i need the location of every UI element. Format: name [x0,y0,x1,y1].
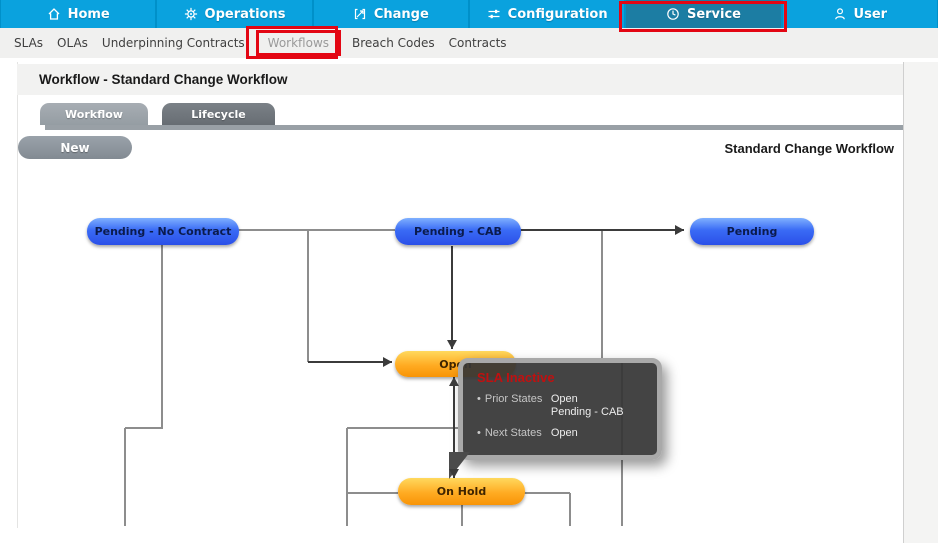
tooltip-value: Open [550,393,578,405]
connector-line [451,246,453,349]
top-navigation-bar: Home Operations Change Configuration Service… [0,0,938,28]
page-title: Workflow - Standard Change Workflow [39,72,288,87]
nav-item-service[interactable]: Service [626,0,781,28]
nav-item-label: Service [686,6,741,22]
tooltip-title: SLA Inactive [477,370,555,385]
workflow-node-pending[interactable]: Pending [690,218,814,245]
tooltip-row: •Next States Open [477,427,649,440]
tab-workflow[interactable]: Workflow [40,103,148,125]
connector-line [524,492,570,494]
right-gutter [903,62,938,543]
nav-item-operations[interactable]: Operations [157,0,312,28]
connector-line [125,427,163,429]
connector-line [161,245,163,429]
subnav-item-olas[interactable]: OLAs [57,36,88,50]
change-icon [353,7,367,21]
subnav-item-underpinning-contracts[interactable]: Underpinning Contracts [101,36,245,50]
connector-line [346,428,348,526]
arrowhead-right [383,356,392,367]
new-button[interactable]: New [18,136,132,159]
tooltip-value: Pending - CAB [550,406,624,418]
service-icon [666,7,680,21]
workflow-node-pending-cab[interactable]: Pending - CAB [395,218,521,245]
workflow-node-on-hold[interactable]: On Hold [398,478,525,505]
nav-item-label: Operations [204,6,286,22]
user-icon [833,7,847,21]
connector-line [308,361,392,363]
home-icon [47,7,61,21]
arrowhead-down [448,469,459,478]
connector-line [347,492,398,494]
arrowhead-right [675,224,684,235]
subnav-item-contracts[interactable]: Contracts [448,36,507,50]
connector-line [601,231,603,358]
arrowhead-up [448,377,459,386]
connector-line [238,229,395,231]
workflow-node-pending-no-contract[interactable]: Pending - No Contract [87,218,239,245]
nav-item-home[interactable]: Home [1,0,156,28]
operations-icon [184,7,198,21]
subnav-item-slas[interactable]: SLAs [14,36,44,50]
arrowhead-down [446,340,457,349]
connector-line [124,428,126,526]
connector-line [307,231,309,362]
nav-item-configuration[interactable]: Configuration [469,0,625,28]
nav-item-label: User [853,6,888,22]
title-band: Workflow - Standard Change Workflow [17,64,903,95]
workflow-name-label: Standard Change Workflow [724,141,895,156]
nav-item-label: Configuration [507,6,608,22]
nav-item-user[interactable]: User [782,0,937,28]
tooltip-row-label: Next States [484,427,542,439]
nav-item-label: Home [67,6,110,22]
tooltip-row-label: Prior States [484,393,543,405]
connector-line [520,229,684,231]
nav-item-change[interactable]: Change [313,0,468,28]
configuration-icon [487,7,501,21]
bullet: • [477,427,481,439]
service-subnav-bar: SLAs OLAs Underpinning Contracts Workflows B… [0,28,938,58]
connector-line [569,493,571,526]
connector-line [453,377,455,478]
subnav-item-workflows[interactable]: Workflows [255,30,342,56]
bullet: • [477,393,481,405]
subnav-item-breach-codes[interactable]: Breach Codes [352,36,435,50]
tab-lifecycle[interactable]: Lifecycle [162,103,275,125]
tab-rule [45,125,903,130]
tooltip-row-values: Open [551,427,578,440]
connector-line [461,505,463,526]
nav-item-label: Change [373,6,429,22]
connector-line [347,427,462,429]
tooltip-value: Open [550,427,578,439]
